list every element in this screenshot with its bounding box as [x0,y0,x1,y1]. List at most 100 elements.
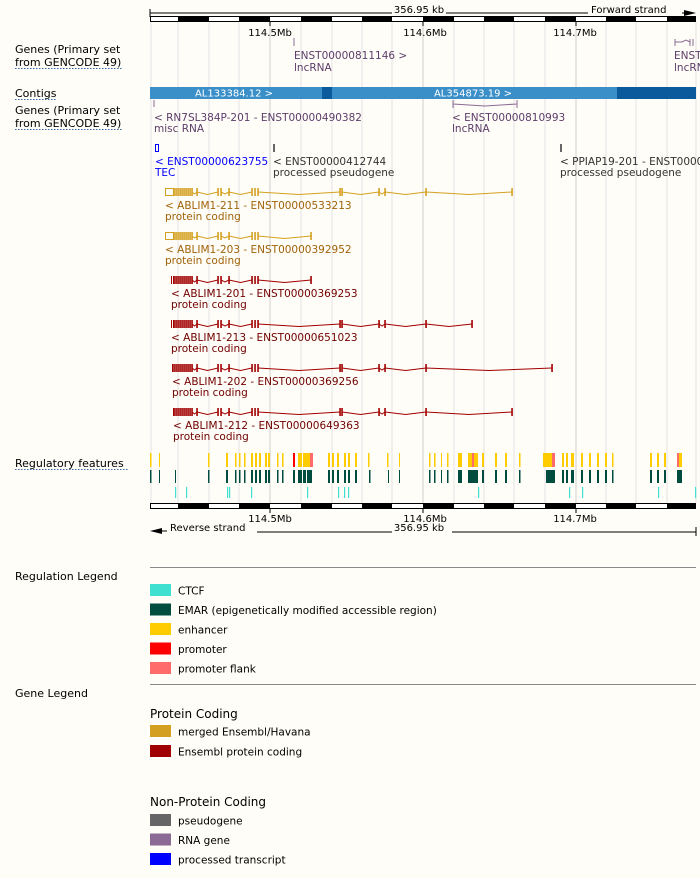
ctcf-feature[interactable] [175,487,177,498]
ctcf-feature[interactable] [569,487,571,498]
enhancer-feature[interactable] [282,453,284,467]
enhancer-feature[interactable] [447,453,449,467]
enhancer-feature[interactable] [650,453,652,467]
emar-feature[interactable] [255,470,257,483]
enhancer-feature[interactable] [468,453,472,467]
enhancer-feature[interactable] [562,453,564,467]
emar-feature[interactable] [159,470,160,483]
ctcf-feature[interactable] [186,487,188,498]
emar-feature[interactable] [307,470,312,483]
enhancer-feature[interactable] [566,453,568,467]
enhancer-feature[interactable] [298,453,302,467]
enhancer-feature[interactable] [519,453,521,467]
emar-feature[interactable] [251,470,253,483]
emar-feature[interactable] [434,470,436,483]
enhancer-feature[interactable] [495,453,497,467]
ctcf-feature[interactable] [229,487,231,498]
enhancer-feature[interactable] [208,453,210,467]
emar-feature[interactable] [259,470,261,483]
enhancer-feature[interactable] [244,453,246,467]
track-label-genes-reverse[interactable]: Genes (Primary set from GENCODE 49) [15,104,122,130]
emar-feature[interactable] [282,470,284,483]
emar-feature[interactable] [581,470,583,483]
ctcf-feature[interactable] [478,487,480,498]
enhancer-feature[interactable] [251,453,253,467]
enhancer-feature[interactable] [259,453,261,467]
track-label-contigs[interactable]: Contigs [15,87,57,100]
enhancer-feature[interactable] [348,453,350,467]
gene-rn7sl384p-201[interactable]: < RN7SL384P-201 - ENST00000490382 misc R… [153,100,362,135]
promoter-flank-feature[interactable] [472,453,474,467]
emar-feature[interactable] [298,470,302,483]
emar-feature[interactable] [268,470,270,483]
emar-feature[interactable] [328,470,330,483]
ctcf-feature[interactable] [695,487,697,498]
enhancer-feature[interactable] [368,453,370,467]
emar-feature[interactable] [303,470,306,483]
emar-feature[interactable] [175,470,176,483]
emar-feature[interactable] [458,470,462,483]
enhancer-feature[interactable] [159,453,160,467]
enhancer-feature[interactable] [235,453,237,467]
enhancer-feature[interactable] [589,453,591,467]
enhancer-feature[interactable] [664,453,666,467]
emar-feature[interactable] [337,470,339,483]
enhancer-feature[interactable] [277,453,279,467]
emar-feature[interactable] [664,470,666,483]
emar-feature[interactable] [546,470,555,483]
enhancer-feature[interactable] [328,453,330,467]
enhancer-feature[interactable] [505,453,507,467]
emar-feature[interactable] [429,470,431,483]
enhancer-feature[interactable] [150,453,152,467]
gene-ppiap19-201[interactable]: < PPIAP19-201 - ENST0000 processed pseud… [560,144,700,179]
gene-enst00000811146[interactable]: ENST00000811146 > lncRNA [293,38,407,74]
ctcf-feature[interactable] [307,487,309,498]
enhancer-feature[interactable] [679,453,682,467]
emar-feature[interactable] [495,470,497,483]
ctcf-feature[interactable] [348,487,350,498]
enhancer-feature[interactable] [226,453,228,467]
promoter-flank-feature[interactable] [310,453,313,467]
emar-feature[interactable] [388,470,389,483]
enhancer-feature[interactable] [547,453,552,467]
enhancer-feature[interactable] [543,453,547,467]
ctcf-feature[interactable] [582,487,584,498]
emar-feature[interactable] [562,470,564,483]
contig-al354873[interactable] [332,87,617,99]
emar-feature[interactable] [657,470,659,483]
emar-feature[interactable] [505,470,507,483]
ctcf-feature[interactable] [344,487,346,498]
gene-enst00000412744[interactable]: < ENST00000412744 processed pseudogene [273,144,394,179]
enhancer-feature[interactable] [597,453,599,467]
enhancer-feature[interactable] [265,453,267,467]
emar-feature[interactable] [677,470,682,483]
enhancer-feature[interactable] [306,453,310,467]
emar-feature[interactable] [265,470,267,483]
emar-feature[interactable] [208,470,210,483]
enhancer-feature[interactable] [441,453,442,467]
ctcf-feature[interactable] [338,487,340,498]
ctcf-feature[interactable] [227,487,229,498]
promoter-flank-feature[interactable] [677,453,679,467]
emar-feature[interactable] [235,470,237,483]
emar-feature[interactable] [571,470,574,483]
enhancer-feature[interactable] [474,453,478,467]
enhancer-feature[interactable] [434,453,436,467]
enhancer-feature[interactable] [657,453,659,467]
emar-feature[interactable] [244,470,246,483]
enhancer-feature[interactable] [429,453,431,467]
emar-feature[interactable] [226,470,228,483]
gene-enst00000810993[interactable]: < ENST00000810993 lncRNA [452,100,565,135]
emar-feature[interactable] [612,470,614,483]
emar-feature[interactable] [355,470,357,483]
enhancer-feature[interactable] [581,453,583,467]
enhancer-feature[interactable] [332,453,334,467]
emar-feature[interactable] [566,470,568,483]
emar-feature[interactable] [447,470,449,483]
emar-feature[interactable] [519,470,521,483]
